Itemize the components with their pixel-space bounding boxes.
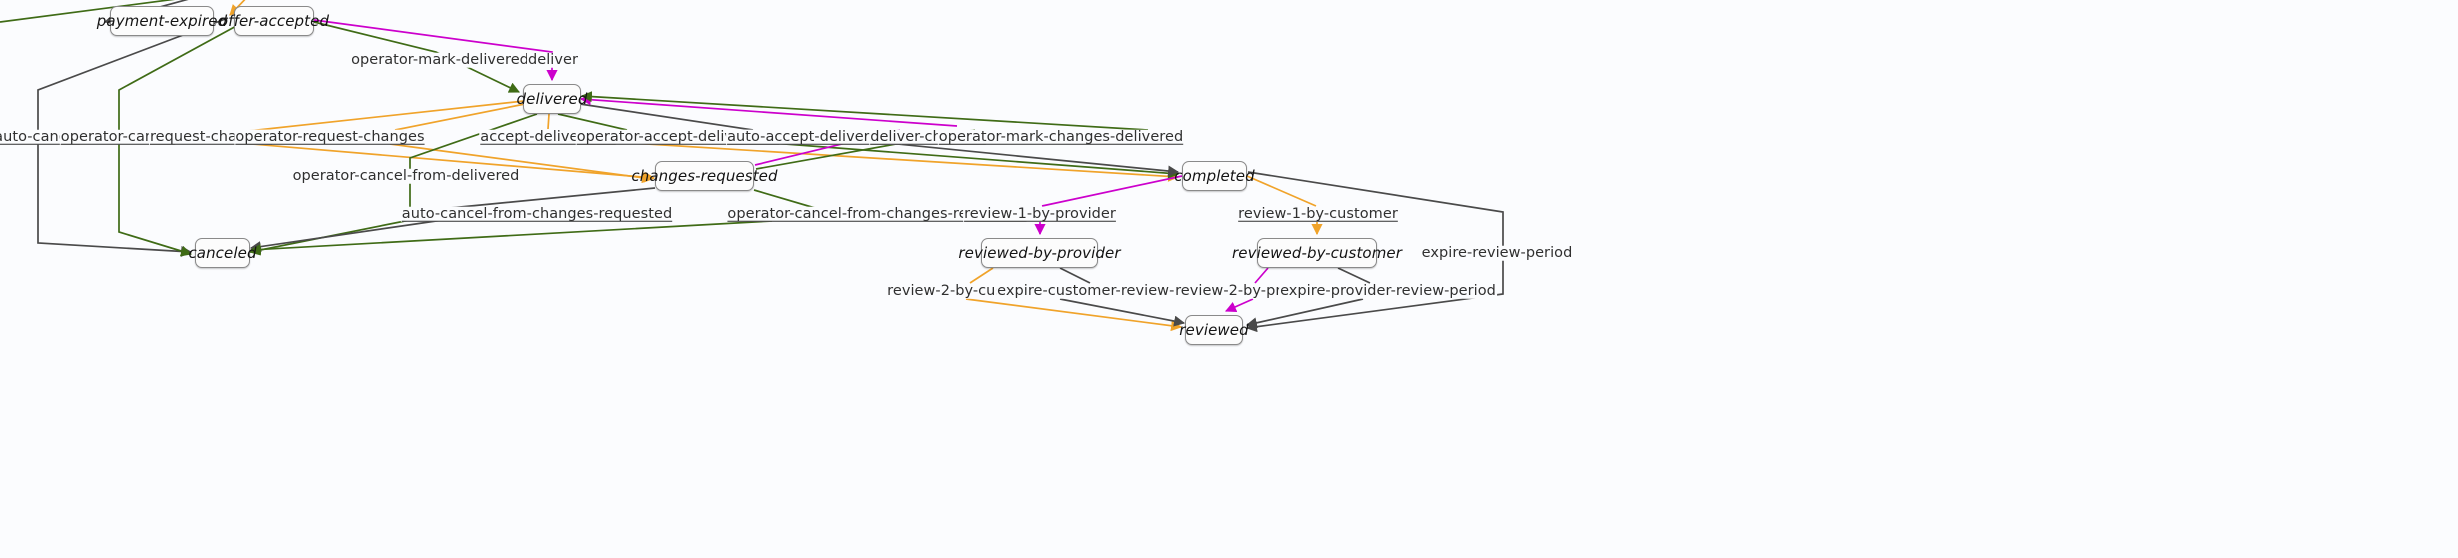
edge-review-1-by-customer: [1246, 175, 1317, 234]
edge-auto-accept-deliverable: [579, 103, 1178, 172]
node-completed[interactable]: completed: [1174, 161, 1255, 191]
node-canceled[interactable]: canceled: [188, 238, 256, 268]
node-delivered[interactable]: delivered: [517, 84, 587, 114]
edge-label-review-1-by-customer[interactable]: review-1-by-customer: [1237, 205, 1399, 222]
edge-label-review-1-by-provider[interactable]: review-1-by-provider: [963, 205, 1117, 222]
edge-label-operator-mark-changes-delivered[interactable]: operator-mark-changes-delivered: [937, 128, 1185, 145]
node-payment-expired[interactable]: payment-expired: [97, 6, 227, 36]
edge-expire-provider-review-period: [1247, 267, 1371, 325]
edge-label-expire-customer-review-period[interactable]: expire-customer-review-period: [996, 282, 1222, 299]
node-reviewed[interactable]: reviewed: [1179, 315, 1249, 345]
node-reviewed-by-provider[interactable]: reviewed-by-provider: [958, 238, 1121, 268]
edge-expire-customer-review-period: [1059, 267, 1184, 323]
edge-stub-orange-in: [229, 0, 246, 16]
edge-label-operator-mark-delivered[interactable]: operator-mark-delivered: [350, 51, 530, 68]
edge-label-expire-review-period[interactable]: expire-review-period: [1420, 244, 1574, 261]
edge-operator-mark-delivered: [313, 21, 520, 93]
edge-accept-deliverable: [547, 113, 1178, 177]
edge-operator-accept-deliverable: [557, 113, 1178, 174]
edge-auto-cancel-from-changes-requested: [251, 187, 656, 248]
edge-label-operator-cancel[interactable]: operator-cancel: [59, 128, 177, 145]
edge-review-2-by-customer: [965, 267, 1181, 327]
edge-label-deliver[interactable]: deliver: [527, 51, 579, 68]
node-reviewed-by-customer[interactable]: reviewed-by-customer: [1232, 238, 1402, 268]
node-offer-accepted[interactable]: offer-accepted: [219, 6, 329, 36]
edge-label-auto-accept-deliverable[interactable]: auto-accept-deliverable: [726, 128, 902, 145]
edge-label-expire-provider-review-period[interactable]: expire-provider-review-period: [1279, 282, 1497, 299]
edge-label-operator-request-changes[interactable]: operator-request-changes: [234, 128, 426, 145]
node-changes-requested[interactable]: changes-requested: [631, 161, 778, 191]
edge-deliver: [313, 19, 558, 82]
edge-operator-cancel-from-changes-requested: [251, 189, 816, 250]
edge-review-2-by-provider: [1226, 267, 1269, 311]
edge-label-auto-cancel-from-changes-requested[interactable]: auto-cancel-from-changes-requested: [400, 205, 674, 222]
edge-label-operator-cancel-from-changes-requested[interactable]: operator-cancel-from-changes-requested: [726, 205, 1028, 222]
edge-request-changes: [239, 100, 654, 178]
edge-label-operator-cancel-from-delivered[interactable]: operator-cancel-from-delivered: [291, 167, 521, 184]
edge-review-1-by-provider: [1040, 175, 1183, 234]
